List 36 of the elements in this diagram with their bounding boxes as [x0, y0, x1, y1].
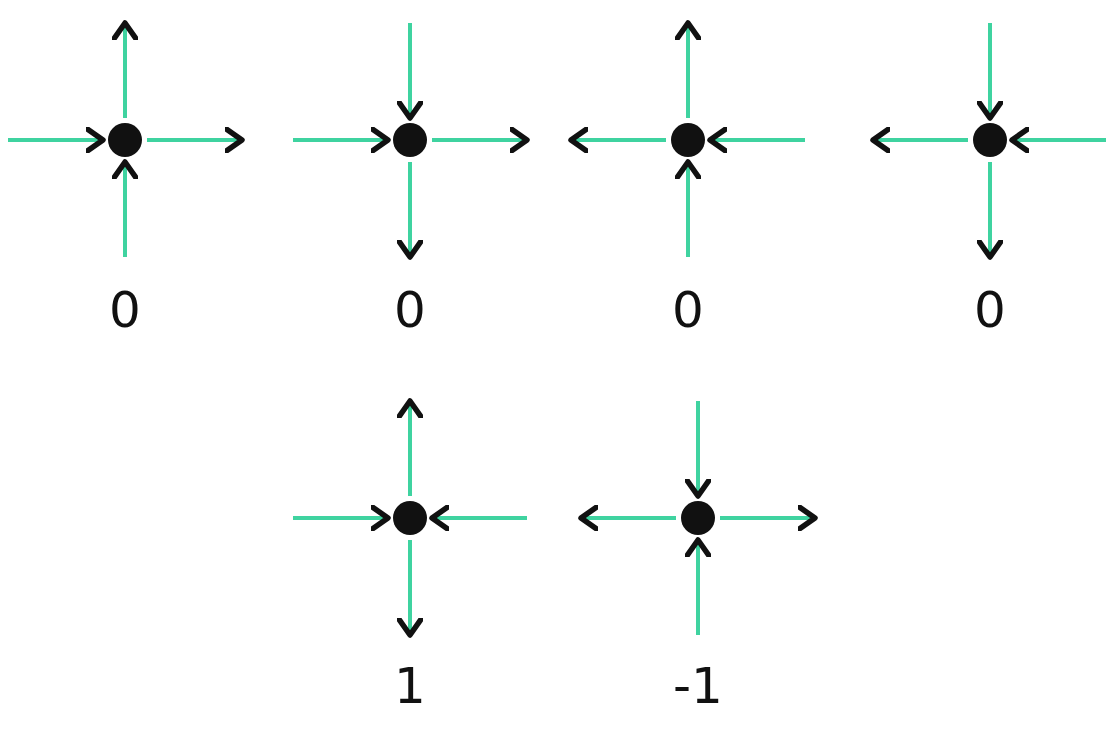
vertex-weight: 0: [108, 282, 142, 338]
arrow: [293, 126, 391, 154]
arrow: [674, 159, 702, 257]
vertex-dot: [973, 123, 1007, 157]
arrow: [720, 504, 818, 532]
arrow: [578, 504, 676, 532]
arrow: [1009, 126, 1106, 154]
vertex-weight: 0: [393, 282, 427, 338]
arrow: [568, 126, 666, 154]
arrow: [707, 126, 805, 154]
arrow: [293, 504, 391, 532]
vertex-weight: -1: [672, 658, 724, 714]
arrow: [684, 401, 712, 499]
vertex-weight: 0: [973, 282, 1007, 338]
vertex-dot: [393, 123, 427, 157]
arrow: [684, 537, 712, 635]
arrow: [147, 126, 245, 154]
arrow: [396, 23, 424, 121]
arrow: [396, 162, 424, 260]
arrow: [111, 20, 139, 118]
arrow: [432, 126, 530, 154]
arrow: [976, 162, 1004, 260]
arrow: [870, 126, 968, 154]
arrow: [674, 20, 702, 118]
arrow: [8, 126, 106, 154]
arrow: [396, 398, 424, 496]
arrow: [429, 504, 527, 532]
vertex-dot: [108, 123, 142, 157]
vertex-weight: 0: [671, 282, 705, 338]
vertex-weight: 1: [393, 658, 427, 714]
arrow: [976, 23, 1004, 121]
vertex-dot: [681, 501, 715, 535]
arrow: [111, 159, 139, 257]
vertex-dot: [393, 501, 427, 535]
vertex-dot: [671, 123, 705, 157]
arrow: [396, 540, 424, 638]
